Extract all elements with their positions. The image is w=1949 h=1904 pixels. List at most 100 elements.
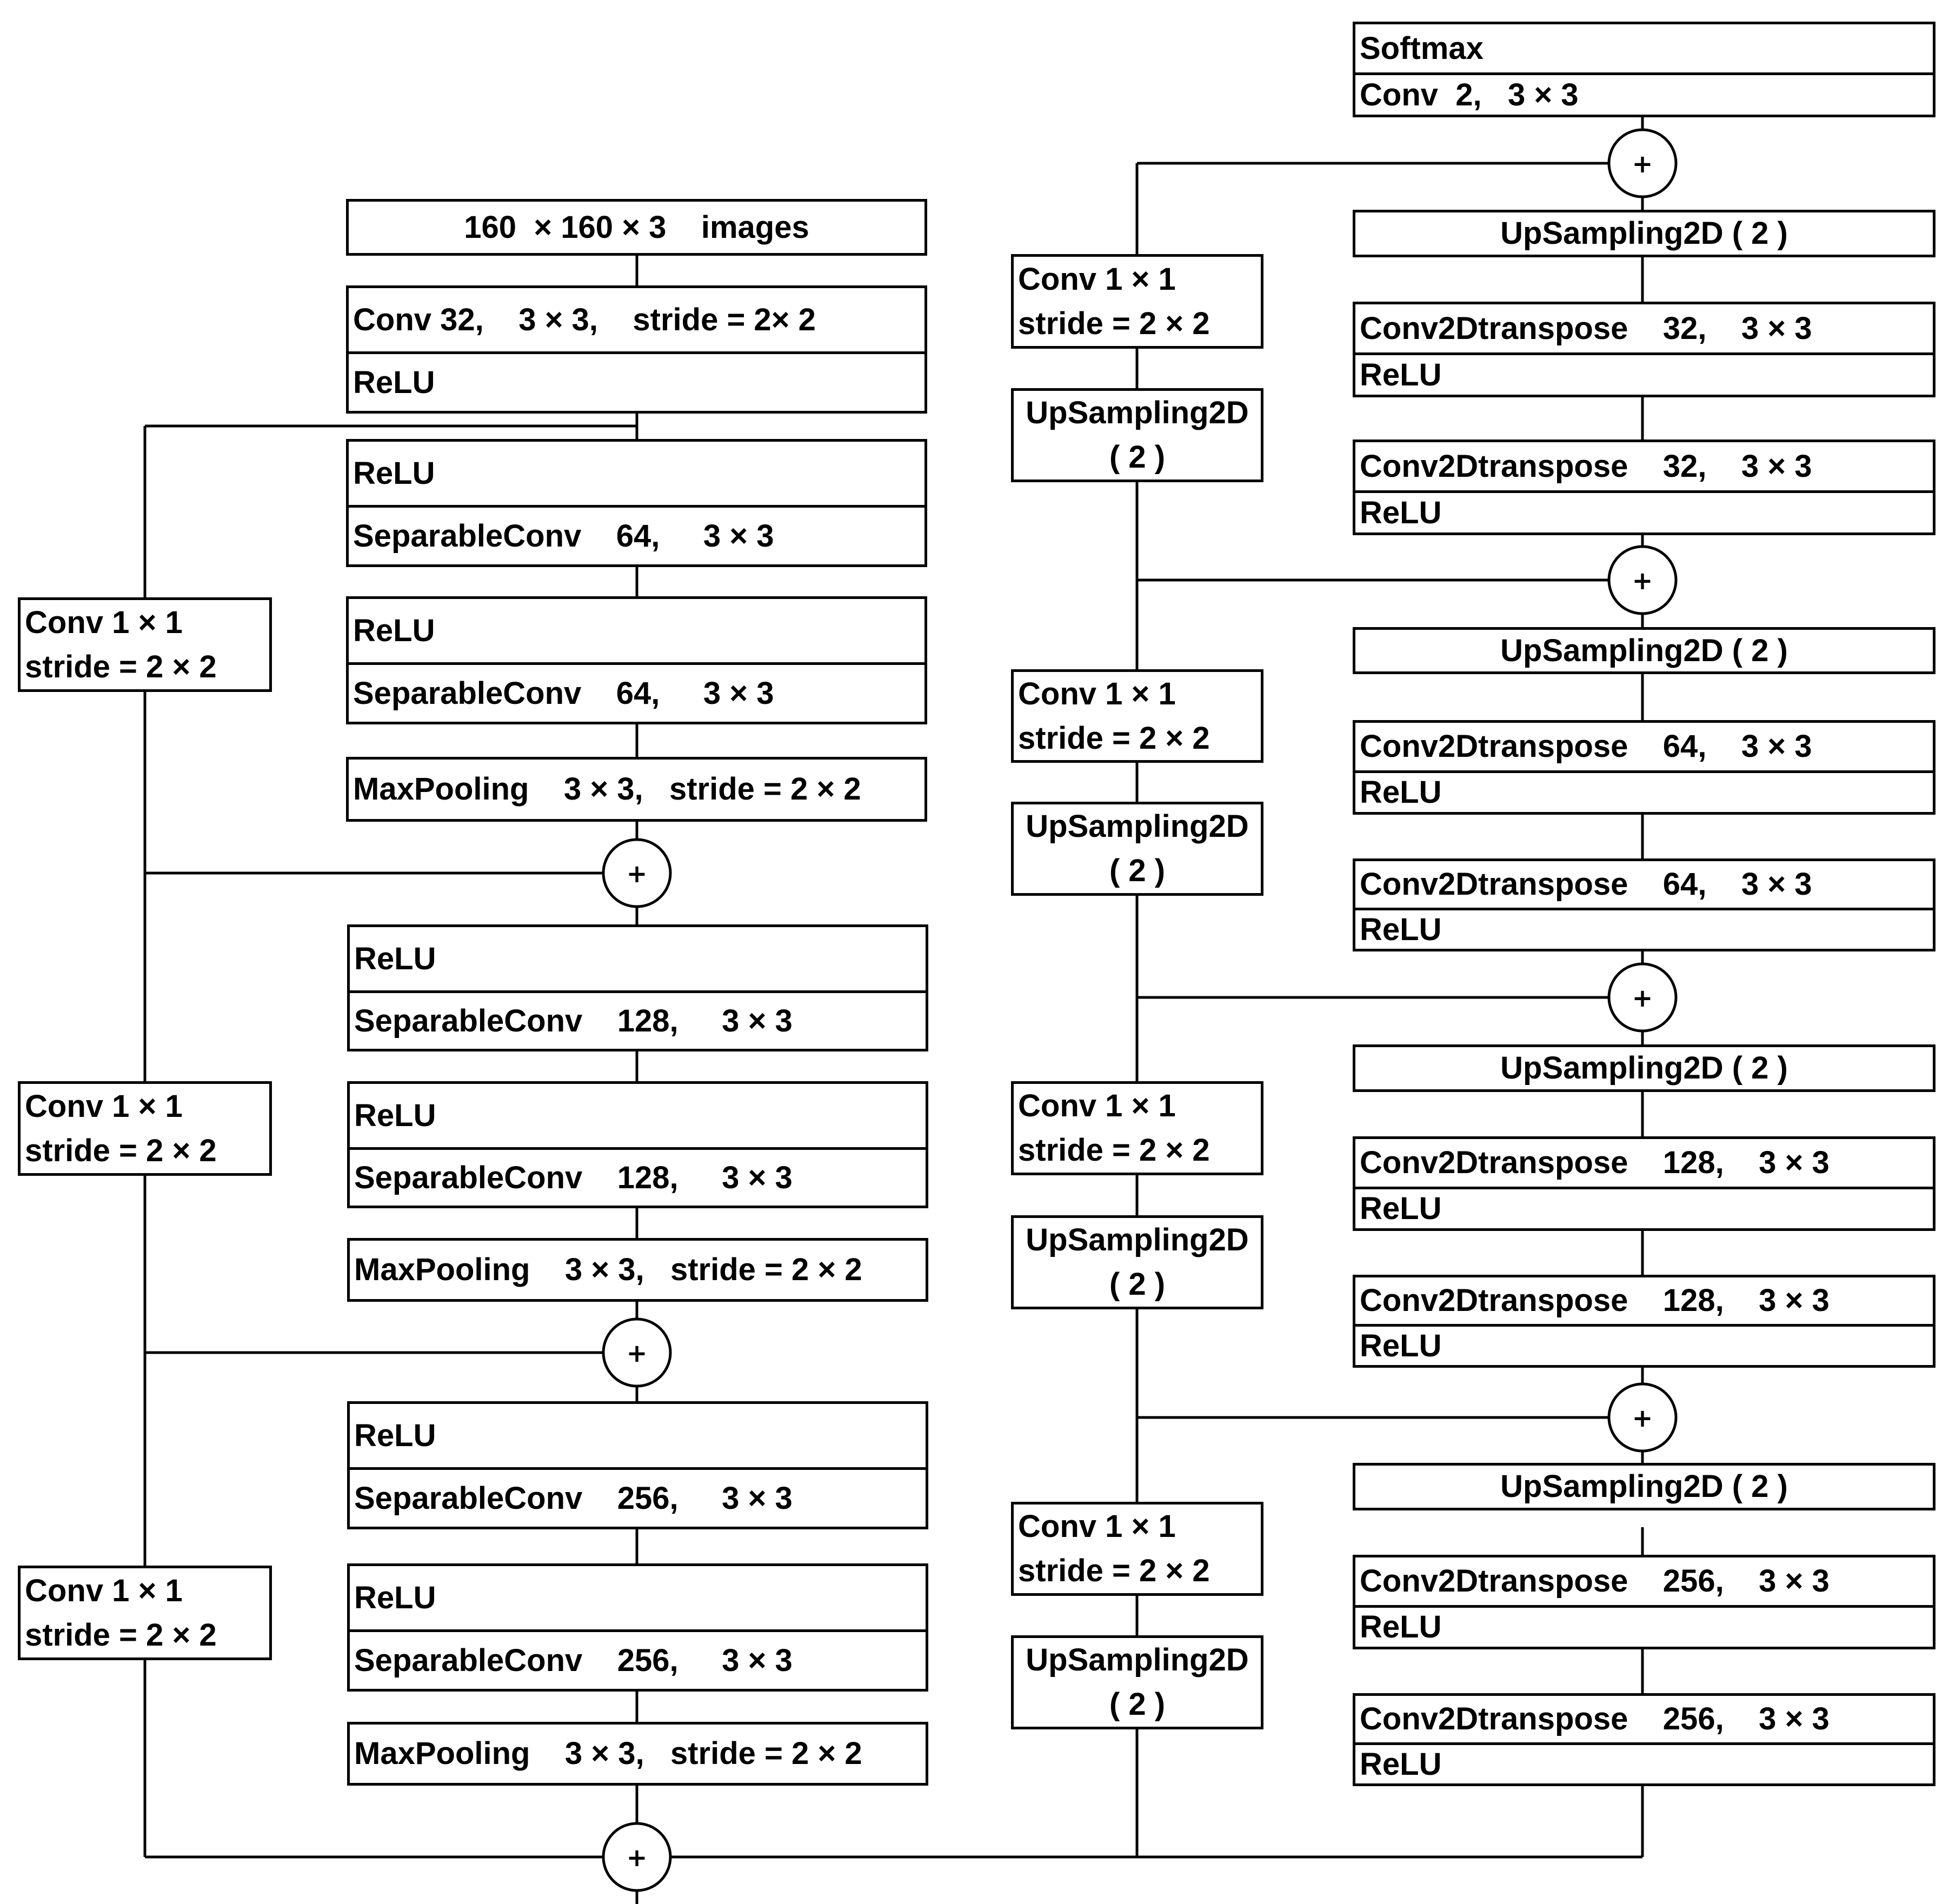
relu-label: ReLU (353, 613, 435, 648)
enc2-sepconv-block-a: ReLU SeparableConv 128, 3 × 3 (347, 924, 928, 1051)
enc-shortcut-conv-1: Conv 1 × 1 stride = 2 × 2 (18, 597, 272, 692)
stride-label: stride = 2 × 2 (25, 1617, 217, 1653)
bridge-conv-3: Conv 1 × 1 stride = 2 × 2 (1011, 1081, 1263, 1175)
enc2-sepconv-block-b: ReLU SeparableConv 128, 3 × 3 (347, 1081, 928, 1208)
relu-label: ReLU (1360, 1609, 1442, 1645)
bridge-upsample-2: UpSampling2D ( 2 ) (1011, 802, 1263, 896)
upsample-label: UpSampling2D (1026, 1222, 1249, 1257)
sepconv-label: SeparableConv 64, 3 × 3 (353, 518, 774, 554)
enc-shortcut-conv-3: Conv 1 × 1 stride = 2 × 2 (18, 1566, 272, 1660)
junction-plus: + (627, 859, 648, 888)
final-conv-label: Conv 2, 3 × 3 (1360, 77, 1579, 112)
transpose-label: Conv2Dtranspose 128, 3 × 3 (1360, 1283, 1830, 1318)
maxpool-label: MaxPooling 3 × 3, stride = 2 × 2 (353, 771, 861, 807)
relu-label: ReLU (1360, 1328, 1442, 1363)
relu-label: ReLU (1360, 495, 1442, 530)
output-block: Softmax Conv 2, 3 × 3 (1353, 22, 1935, 117)
stride-label: stride = 2 × 2 (25, 1133, 217, 1168)
relu-label: ReLU (1360, 357, 1442, 392)
dec-upsample-1: UpSampling2D ( 2 ) (1353, 210, 1935, 257)
upsample-label: UpSampling2D ( 2 ) (1500, 1050, 1788, 1086)
input-node: 160 × 160 × 3 images (346, 199, 927, 256)
enc3-sepconv-block-b: ReLU SeparableConv 256, 3 × 3 (347, 1563, 928, 1692)
maxpool-label: MaxPooling 3 × 3, stride = 2 × 2 (354, 1252, 862, 1287)
upsample-label: UpSampling2D (1026, 395, 1249, 430)
conv-label: Conv 1 × 1 (25, 604, 183, 640)
relu-label: ReLU (1360, 1191, 1442, 1226)
bridge-upsample-4: UpSampling2D ( 2 ) (1011, 1635, 1263, 1729)
enc2-maxpool-block: MaxPooling 3 × 3, stride = 2 × 2 (347, 1238, 928, 1302)
stride-label: stride = 2 × 2 (1018, 720, 1210, 756)
relu-label: ReLU (354, 1097, 436, 1133)
softmax-label: Softmax (1360, 30, 1484, 66)
sepconv-label: SeparableConv 64, 3 × 3 (353, 675, 774, 711)
bridge-conv-4: Conv 1 × 1 stride = 2 × 2 (1011, 1502, 1263, 1596)
junction-plus: + (1632, 983, 1653, 1013)
enc1-sepconv-block-b: ReLU SeparableConv 64, 3 × 3 (346, 596, 927, 724)
sepconv-label: SeparableConv 128, 3 × 3 (354, 1160, 793, 1195)
dec-transpose-32-b: Conv2Dtranspose 32, 3 × 3 ReLU (1353, 440, 1935, 535)
transpose-label: Conv2Dtranspose 128, 3 × 3 (1360, 1145, 1830, 1180)
dec-transpose-128-b: Conv2Dtranspose 128, 3 × 3 ReLU (1353, 1275, 1935, 1368)
input-label: 160 × 160 × 3 images (464, 209, 809, 245)
stride-label: stride = 2 × 2 (1018, 1133, 1210, 1168)
upsample-label: UpSampling2D ( 2 ) (1500, 633, 1788, 668)
upsample-factor: ( 2 ) (1109, 440, 1166, 475)
enc3-sepconv-block-a: ReLU SeparableConv 256, 3 × 3 (347, 1401, 928, 1529)
stride-label: stride = 2 × 2 (1018, 1553, 1210, 1588)
upsample-label: UpSampling2D ( 2 ) (1500, 216, 1788, 251)
relu-label: ReLU (354, 1580, 436, 1615)
bridge-conv-1: Conv 1 × 1 stride = 2 × 2 (1011, 254, 1263, 349)
transpose-label: Conv2Dtranspose 64, 3 × 3 (1360, 867, 1812, 902)
dec-transpose-64-a: Conv2Dtranspose 64, 3 × 3 ReLU (1353, 720, 1935, 815)
dec-transpose-256-a: Conv2Dtranspose 256, 3 × 3 ReLU (1353, 1555, 1935, 1649)
dec-transpose-128-a: Conv2Dtranspose 128, 3 × 3 ReLU (1353, 1136, 1935, 1231)
dec-upsample-2: UpSampling2D ( 2 ) (1353, 627, 1935, 674)
stride-label: stride = 2 × 2 (25, 649, 217, 684)
sepconv-label: SeparableConv 256, 3 × 3 (354, 1480, 793, 1516)
junction-plus: + (1632, 149, 1653, 178)
sepconv-label: SeparableConv 128, 3 × 3 (354, 1003, 793, 1038)
relu-label: ReLU (1360, 911, 1442, 947)
bridge-conv-2: Conv 1 × 1 stride = 2 × 2 (1011, 669, 1263, 763)
conv-label: Conv 1 × 1 (1018, 1088, 1176, 1123)
dec-transpose-256-b: Conv2Dtranspose 256, 3 × 3 ReLU (1353, 1693, 1935, 1786)
enc1-maxpool-block: MaxPooling 3 × 3, stride = 2 × 2 (346, 757, 927, 822)
enc3-maxpool-block: MaxPooling 3 × 3, stride = 2 × 2 (347, 1722, 928, 1786)
transpose-label: Conv2Dtranspose 256, 3 × 3 (1360, 1563, 1830, 1599)
junction-plus: + (627, 1339, 648, 1368)
transpose-label: Conv2Dtranspose 64, 3 × 3 (1360, 729, 1812, 764)
conv-label: Conv 1 × 1 (25, 1573, 183, 1608)
stride-label: stride = 2 × 2 (1018, 305, 1210, 341)
conv-label: Conv 1 × 1 (1018, 676, 1176, 711)
upsample-label: UpSampling2D (1026, 1642, 1249, 1677)
upsample-factor: ( 2 ) (1109, 853, 1166, 888)
upsample-factor: ( 2 ) (1109, 1687, 1166, 1722)
stem-relu-label: ReLU (353, 364, 435, 400)
enc1-sepconv-block-a: ReLU SeparableConv 64, 3 × 3 (346, 439, 927, 567)
upsample-label: UpSampling2D ( 2 ) (1500, 1469, 1788, 1504)
stem-block: Conv 32, 3 × 3, stride = 2× 2 ReLU (346, 285, 927, 414)
dec-upsample-3: UpSampling2D ( 2 ) (1353, 1044, 1935, 1092)
conv-label: Conv 1 × 1 (1018, 261, 1176, 297)
relu-label: ReLU (1360, 1746, 1442, 1782)
upsample-label: UpSampling2D (1026, 809, 1249, 844)
junction-plus: + (1632, 566, 1653, 595)
conv-label: Conv 1 × 1 (1018, 1509, 1176, 1544)
transpose-label: Conv2Dtranspose 32, 3 × 3 (1360, 310, 1812, 346)
dec-transpose-64-b: Conv2Dtranspose 64, 3 × 3 ReLU (1353, 858, 1935, 951)
stem-conv-label: Conv 32, 3 × 3, stride = 2× 2 (353, 302, 816, 337)
junction-plus: + (627, 1843, 648, 1872)
transpose-label: Conv2Dtranspose 32, 3 × 3 (1360, 448, 1812, 484)
bridge-upsample-3: UpSampling2D ( 2 ) (1011, 1215, 1263, 1309)
dec-transpose-32-a: Conv2Dtranspose 32, 3 × 3 ReLU (1353, 302, 1935, 397)
upsample-factor: ( 2 ) (1109, 1267, 1166, 1302)
dec-upsample-4: UpSampling2D ( 2 ) (1353, 1463, 1935, 1510)
transpose-label: Conv2Dtranspose 256, 3 × 3 (1360, 1701, 1830, 1736)
relu-label: ReLU (354, 1417, 436, 1453)
relu-label: ReLU (1360, 775, 1442, 810)
relu-label: ReLU (354, 941, 436, 976)
